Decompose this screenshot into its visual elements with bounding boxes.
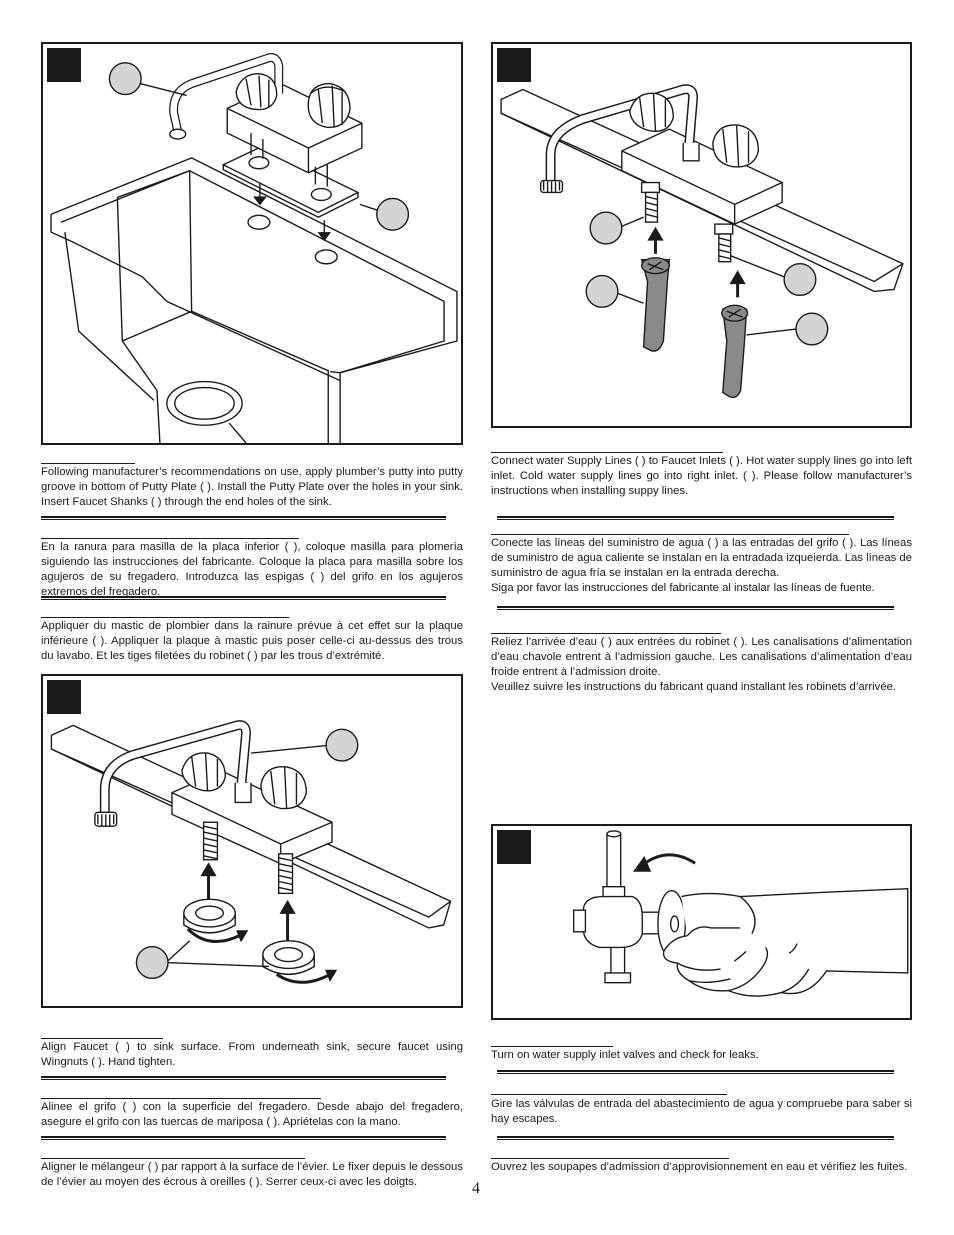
section-underline-es xyxy=(491,1094,727,1095)
align-instructions-es: Alinee el grifo ( ) con la superficie de… xyxy=(41,1101,463,1128)
section-underline-fr xyxy=(41,1158,305,1159)
hand-valve-illustration xyxy=(572,830,909,997)
divider-rule xyxy=(41,1076,446,1080)
page-number: 4 xyxy=(472,1180,480,1197)
section-underline-fr xyxy=(491,633,721,634)
align-instructions-fr: Aligner le mélangeur ( ) par rapport à l… xyxy=(41,1161,463,1188)
supply-lines-illustration xyxy=(500,84,904,399)
section-underline-es xyxy=(41,538,299,539)
step-badge xyxy=(497,48,531,82)
divider-rule xyxy=(497,606,894,610)
section-underline-en xyxy=(491,1046,613,1047)
step-badge xyxy=(47,48,81,82)
supply-instructions-en: Connect water Supply Lines ( ) to Faucet… xyxy=(491,455,912,497)
section-underline-en xyxy=(491,452,723,453)
supply-instructions-es: Conecte las líneas del suministro de agu… xyxy=(491,537,912,594)
step-badge xyxy=(497,830,531,864)
putty-instructions-es: En la ranura para masilla de la placa in… xyxy=(41,541,463,598)
section-underline-fr xyxy=(41,617,289,618)
turnon-instructions-fr: Ouvrez les soupapes d’admission d’approv… xyxy=(491,1161,908,1173)
supply-instructions-fr: Reliez l’arrivée d’eau ( ) aux entrées d… xyxy=(491,636,912,693)
faucet-sink-putty-plate-illustration xyxy=(50,53,458,443)
section-underline-es xyxy=(41,1098,321,1099)
putty-instructions-fr: Appliquer du mastic de plombier dans la … xyxy=(41,620,463,662)
step-badge xyxy=(47,680,81,714)
figure-supply-lines xyxy=(491,42,912,428)
putty-instructions-en: Following manufacturer’s recommendations… xyxy=(41,466,463,508)
figure-wingnuts xyxy=(41,674,463,1008)
align-instructions-en: Align Faucet ( ) to sink surface. From u… xyxy=(41,1041,463,1068)
divider-rule xyxy=(497,516,894,520)
divider-rule xyxy=(41,1136,446,1140)
section-underline-es xyxy=(491,534,849,535)
figure-putty-plate xyxy=(41,42,463,445)
turnon-instructions-en: Turn on water supply inlet valves and ch… xyxy=(491,1049,759,1061)
faucet-wingnuts-illustration xyxy=(50,720,452,984)
turnon-instructions-es: Gire las válvulas de entrada del abastec… xyxy=(491,1098,912,1125)
divider-rule xyxy=(497,1070,894,1074)
divider-rule xyxy=(497,1136,894,1140)
divider-rule xyxy=(41,596,446,600)
section-underline-fr xyxy=(491,1158,729,1159)
divider-rule xyxy=(41,516,446,520)
figure-shutoff-valve xyxy=(491,824,912,1020)
section-underline-en xyxy=(41,463,135,464)
section-underline-en xyxy=(41,1038,163,1039)
